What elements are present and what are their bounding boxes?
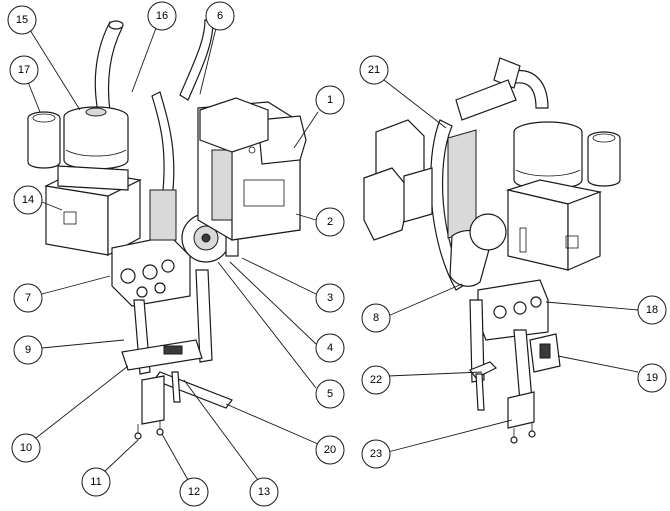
callout-label-16: 16 <box>156 10 168 22</box>
callout-label-17: 17 <box>18 64 30 76</box>
callout-label-23: 23 <box>370 448 382 460</box>
leader-18 <box>545 301 639 311</box>
callout-label-12: 12 <box>188 486 200 498</box>
lower-manifold-left <box>121 339 203 371</box>
leader-3 <box>241 257 317 295</box>
callout-label-14: 14 <box>22 194 34 206</box>
leader-19 <box>557 355 639 373</box>
pump-head-right <box>449 213 507 287</box>
callout-label-21: 21 <box>368 64 380 76</box>
callout-label-6: 6 <box>217 10 223 22</box>
callout-label-1: 1 <box>327 94 333 106</box>
callout-label-15: 15 <box>16 14 28 26</box>
callout-label-10: 10 <box>20 442 32 454</box>
leader-2 <box>295 213 317 221</box>
leader-16 <box>131 27 157 93</box>
callout-23 <box>361 439 391 469</box>
callout-20 <box>315 435 345 465</box>
callout-label-9: 9 <box>25 344 31 356</box>
callout-12 <box>179 477 209 507</box>
callout-label-4: 4 <box>327 342 333 354</box>
callout-9 <box>13 335 43 365</box>
callout-21 <box>359 55 389 85</box>
callout-7 <box>13 283 43 313</box>
callout-8 <box>361 303 391 333</box>
callout-label-19: 19 <box>646 372 658 384</box>
leader-6 <box>199 27 217 95</box>
callout-2 <box>315 207 345 237</box>
callout-label-5: 5 <box>327 388 333 400</box>
foot-plate-right <box>469 361 498 411</box>
callout-6 <box>205 1 235 31</box>
leader-7 <box>41 275 111 295</box>
callout-14 <box>13 185 43 215</box>
callout-label-13: 13 <box>258 486 270 498</box>
callout-15 <box>7 5 37 35</box>
callout-22 <box>361 365 391 395</box>
valve-block-left <box>111 189 191 307</box>
callout-5 <box>315 379 345 409</box>
callout-16 <box>147 1 177 31</box>
leader-5 <box>217 261 317 389</box>
callout-label-3: 3 <box>327 292 333 304</box>
leader-17 <box>27 81 41 113</box>
filter-housing-right <box>513 121 583 190</box>
leader-10 <box>35 365 129 439</box>
side-manifold-right <box>529 333 561 373</box>
loop-hose-right <box>430 79 517 291</box>
motor-bracket-right <box>363 119 477 241</box>
hanging-bracket-right <box>507 391 536 444</box>
callout-label-22: 22 <box>370 374 382 386</box>
leader-15 <box>29 29 81 111</box>
leader-21 <box>383 79 447 129</box>
upper-arm-left <box>199 97 269 153</box>
leader-14 <box>41 201 63 211</box>
callout-4 <box>315 333 345 363</box>
leader-13 <box>183 379 259 481</box>
valve-group-right <box>477 279 549 341</box>
leader-20 <box>225 403 319 445</box>
leader-8 <box>387 283 463 317</box>
right-assembly-view <box>363 57 621 444</box>
callout-label-11: 11 <box>90 476 101 488</box>
leader-12 <box>161 433 189 481</box>
callout-label-8: 8 <box>373 312 379 324</box>
oil-cup-right <box>587 131 621 187</box>
hanging-bracket-left <box>134 375 165 440</box>
callout-18 <box>637 295 667 325</box>
leader-4 <box>229 261 317 345</box>
callout-label-18: 18 <box>646 304 658 316</box>
callout-19 <box>637 363 667 393</box>
left-assembly-view <box>27 19 307 440</box>
callout-label-7: 7 <box>25 292 31 304</box>
callout-3 <box>315 283 345 313</box>
callout-label-2: 2 <box>327 216 333 228</box>
callout-label-20: 20 <box>324 444 336 456</box>
leader-22 <box>387 371 483 377</box>
leader-11 <box>103 439 139 473</box>
callout-17 <box>9 55 39 85</box>
down-pipes-right <box>469 299 533 403</box>
callout-13 <box>249 477 279 507</box>
callouts: 1 2 3 4 5 6 7 8 9 10 <box>7 1 667 507</box>
filter-housing-left <box>63 106 129 170</box>
intake-pipe-left <box>94 20 124 113</box>
callout-10 <box>11 433 41 463</box>
leader-23 <box>387 419 513 453</box>
callout-11 <box>81 467 111 497</box>
leader-1 <box>293 111 319 149</box>
oil-cup-left <box>27 111 61 169</box>
leader-9 <box>41 339 125 349</box>
electrical-box-right <box>505 179 603 271</box>
electrical-box-left <box>44 165 142 256</box>
callout-1 <box>315 85 345 115</box>
foot-plate-left <box>153 371 233 409</box>
intake-pipe-right <box>493 57 549 109</box>
